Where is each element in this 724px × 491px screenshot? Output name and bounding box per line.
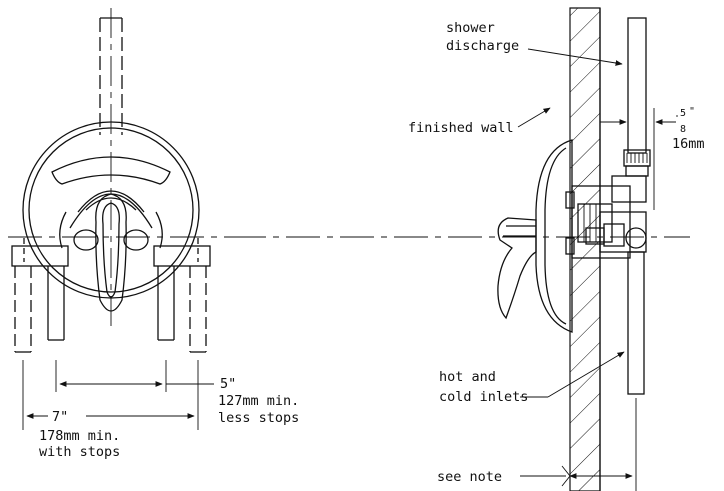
dimension-see-note bbox=[520, 398, 637, 491]
label-127mm: 127mm min. bbox=[218, 393, 299, 409]
front-handle bbox=[95, 193, 127, 312]
escutcheon-plate bbox=[22, 121, 200, 299]
dimension-7in bbox=[22, 360, 199, 430]
front-inlet-pipes bbox=[14, 238, 207, 353]
leader-lines bbox=[517, 48, 625, 398]
upper-crescent bbox=[51, 156, 171, 185]
label-7in: 7" bbox=[52, 409, 68, 425]
label-178mm: 178mm min. bbox=[39, 428, 120, 444]
label-5in: 5" bbox=[220, 376, 236, 392]
front-valve-body bbox=[11, 245, 211, 267]
dimension-5-8in bbox=[600, 108, 678, 210]
label-hot-and: hot and bbox=[439, 369, 496, 385]
dimension-5in bbox=[55, 360, 214, 392]
label-frac-num: 5 bbox=[680, 108, 686, 119]
label-finished-wall: finished wall bbox=[408, 120, 514, 136]
front-discharge-pipe bbox=[99, 17, 123, 135]
label-discharge: discharge bbox=[446, 38, 519, 54]
label-less-stops: less stops bbox=[218, 410, 299, 426]
label-with-stops: with stops bbox=[39, 444, 120, 460]
label-shower: shower bbox=[446, 20, 495, 36]
side-discharge-pipe bbox=[623, 17, 651, 177]
side-view bbox=[232, 7, 690, 491]
labels: shower discharge finished wall 5 " 8 16m… bbox=[39, 20, 705, 485]
side-valve-body bbox=[565, 175, 647, 259]
label-see-note: see note bbox=[437, 469, 502, 485]
label-16mm: 16mm bbox=[672, 136, 705, 152]
side-escutcheon bbox=[535, 139, 573, 333]
front-view bbox=[8, 8, 260, 430]
label-frac-inch: " bbox=[689, 106, 695, 117]
label-frac-den: 8 bbox=[680, 124, 686, 135]
side-inlet-pipe bbox=[627, 251, 645, 395]
label-cold-inlets: cold inlets bbox=[439, 389, 528, 405]
side-handle bbox=[497, 217, 537, 320]
